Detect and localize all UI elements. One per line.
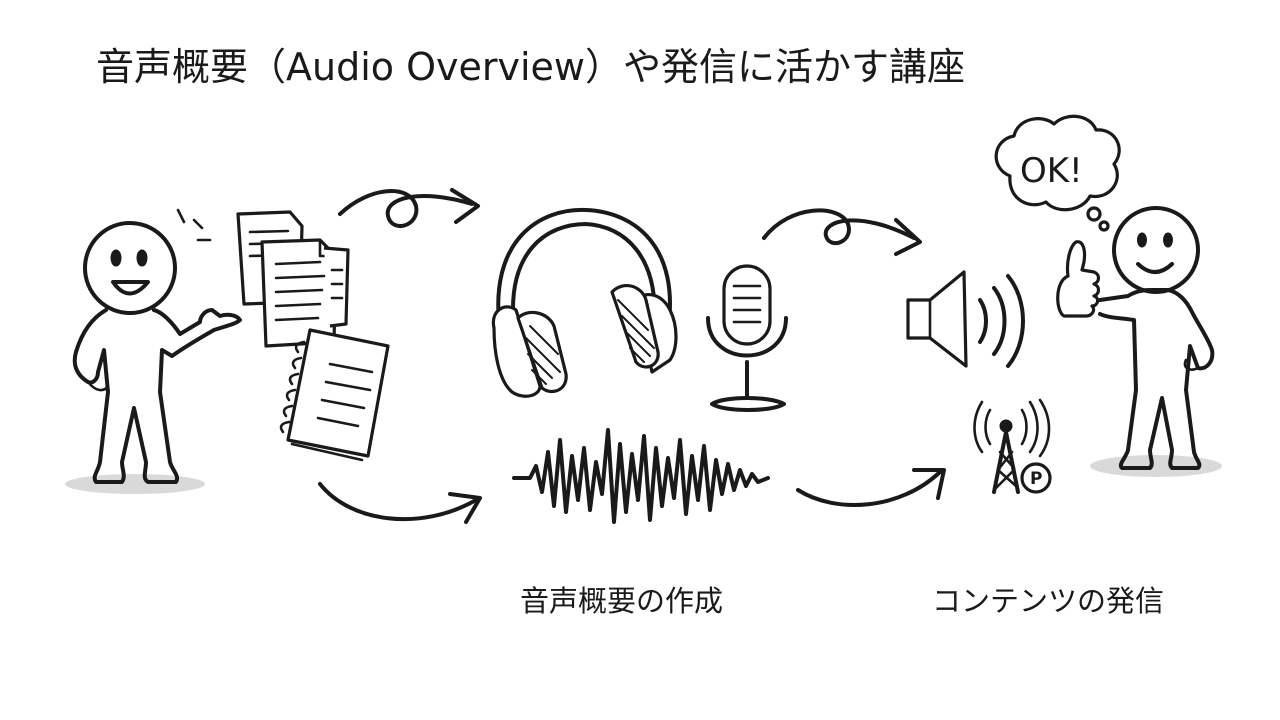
- notebook-lines: [316, 362, 374, 428]
- thumbs-up-figure: [1056, 206, 1222, 477]
- figure-smile: [1136, 262, 1174, 274]
- document-lines: [274, 260, 326, 322]
- bubble-dot: [1086, 206, 1102, 222]
- presenter-hip-hand: [86, 380, 110, 392]
- thought-bubble: OK!: [994, 114, 1121, 232]
- figure-eye-left: [1137, 232, 1147, 248]
- headphones-band-outer: [496, 207, 672, 332]
- document-lines: [330, 268, 344, 300]
- headphones-hatch-right: [617, 299, 655, 363]
- label-content-publishing: コンテンツの発信: [932, 584, 1165, 618]
- notebook-icon: [279, 328, 390, 462]
- presenter-body: [72, 308, 242, 484]
- presenter-head: [83, 221, 177, 315]
- podcast-badge-label: P: [1030, 469, 1042, 489]
- speaker-body: [906, 270, 968, 368]
- documents-icon: [236, 210, 350, 348]
- bubble-dot: [1098, 220, 1110, 232]
- speaker-wave-2: [992, 286, 1007, 356]
- podcast-badge: [1020, 462, 1052, 494]
- presenter-mouth: [111, 280, 150, 296]
- figure-head: [1112, 206, 1200, 294]
- presenter-eye-left: [110, 249, 122, 267]
- broadcast-tower-icon: P: [973, 398, 1052, 494]
- excite-mark: [176, 208, 186, 224]
- excite-mark: [192, 218, 204, 230]
- headphones-cup-left: [491, 305, 542, 398]
- tower-legs: [992, 430, 1020, 494]
- notebook-edge: [290, 442, 364, 462]
- thumbs-up-hand: [1056, 240, 1101, 318]
- figure-eye-right: [1163, 232, 1173, 248]
- loop-arrow-top-right: [762, 208, 922, 256]
- notebook-cover: [286, 328, 390, 458]
- headphones-icon: [491, 207, 678, 398]
- presenter-figure: [65, 208, 242, 494]
- notebook-spiral: [279, 340, 306, 434]
- bubble-cloud: [994, 114, 1121, 212]
- speaker-wave-1: [978, 298, 988, 344]
- loop-arrow-top-left: [338, 188, 480, 228]
- speaker-icon: [906, 270, 1025, 368]
- tower-lattice: [994, 450, 1018, 490]
- presenter-eye-right: [136, 249, 148, 267]
- headphones-pad-left: [516, 310, 568, 394]
- headphones-hatch-left: [525, 325, 561, 385]
- microphone-grille: [732, 284, 762, 324]
- curve-arrow-bottom-right: [796, 468, 946, 507]
- microphone-head: [722, 264, 772, 346]
- sound-wave-icon: [512, 428, 770, 524]
- figure-shadow: [1090, 455, 1222, 477]
- microphone-cradle: [706, 316, 788, 358]
- label-audio-overview-creation: 音声概要の作成: [520, 584, 724, 618]
- figure-body: [1098, 288, 1215, 470]
- presenter-shadow: [65, 474, 205, 494]
- page-title: 音声概要（Audio Overview）や発信に活かす講座: [96, 45, 965, 89]
- headphones-band-inner: [511, 222, 657, 330]
- microphone-icon: [706, 264, 788, 412]
- speaker-wave-3: [1006, 274, 1025, 368]
- microphone-base: [710, 396, 786, 412]
- figure-hip-hand: [1183, 358, 1200, 371]
- document-sheet: [323, 246, 350, 328]
- curve-arrow-bottom-left: [318, 482, 482, 524]
- bubble-text: OK!: [1020, 151, 1083, 191]
- tower-beacon: [999, 419, 1013, 433]
